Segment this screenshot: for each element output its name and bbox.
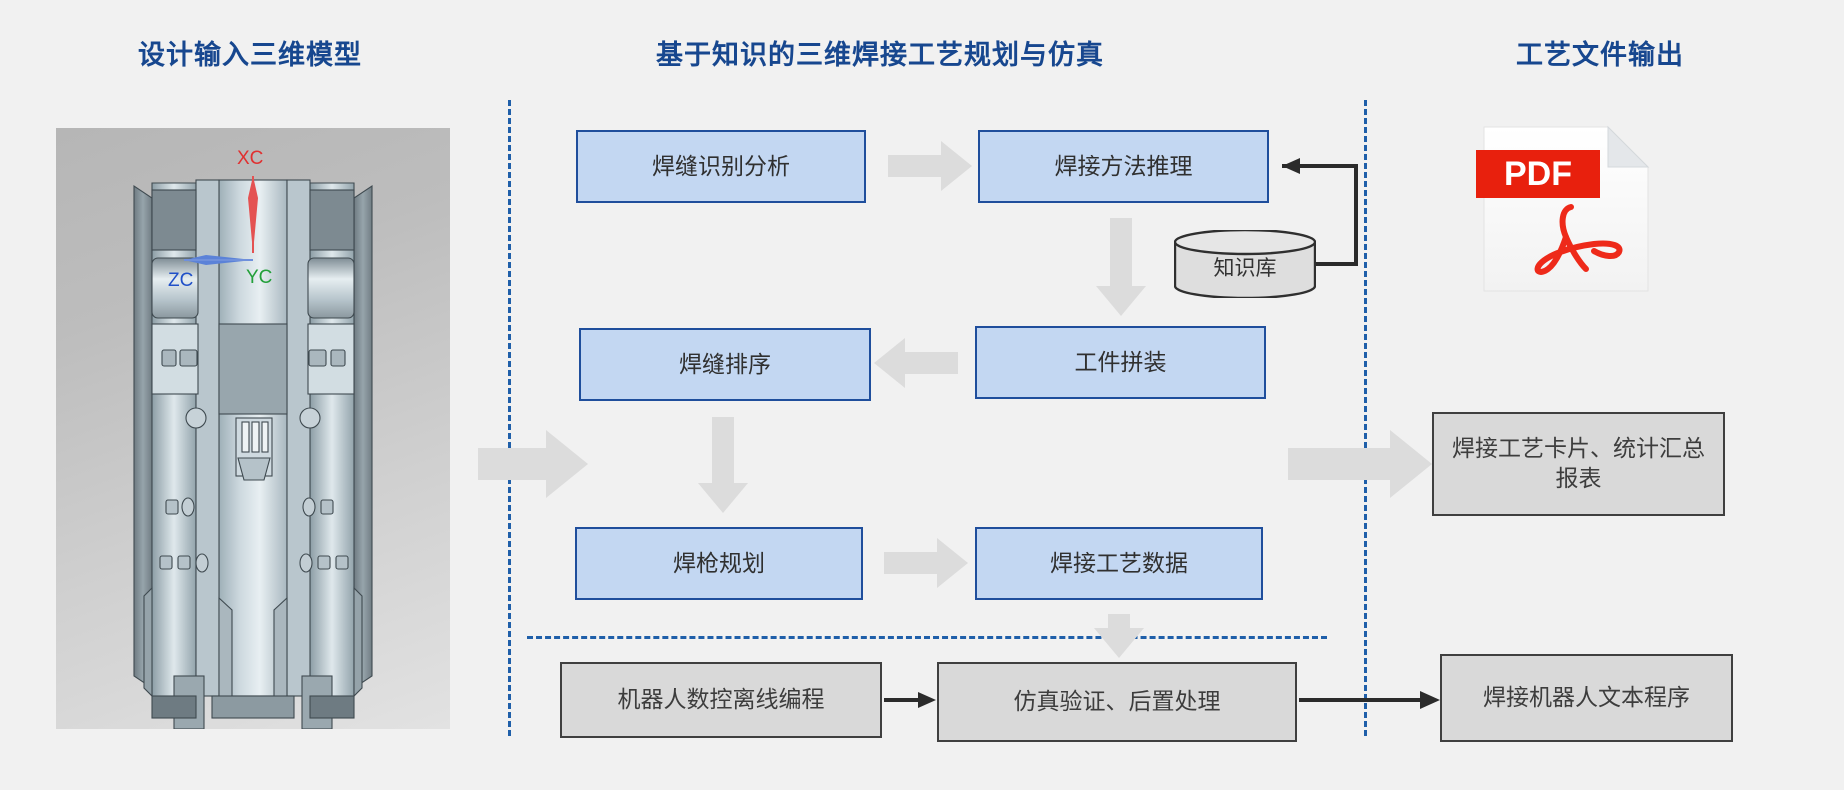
box-welding-method-reasoning[interactable]: 焊接方法推理 bbox=[978, 130, 1269, 203]
arrow-input-to-planning bbox=[478, 430, 588, 498]
box-robot-offline-programming[interactable]: 机器人数控离线编程 bbox=[560, 662, 882, 738]
axis-label-x: XC bbox=[237, 148, 263, 169]
arrowhead-simulation-to-robotprog bbox=[1420, 691, 1440, 709]
arrow-planning-to-report bbox=[1288, 430, 1432, 498]
heading-planning: 基于知识的三维焊接工艺规划与仿真 bbox=[656, 40, 1104, 70]
box-seam-identification[interactable]: 焊缝识别分析 bbox=[576, 130, 866, 203]
heading-process-output: 工艺文件输出 bbox=[1516, 40, 1684, 70]
arrowhead-offline-to-simulation bbox=[918, 692, 936, 708]
arrow-seam-order-to-torch bbox=[698, 417, 748, 513]
knowledge-base-cylinder bbox=[1174, 230, 1316, 298]
box-process-card-report[interactable]: 焊接工艺卡片、统计汇总报表 bbox=[1432, 412, 1725, 516]
3d-cad-model-viewport: XC ZC YC bbox=[56, 128, 450, 729]
arrow-assembly-to-seam-order bbox=[874, 338, 958, 388]
section-divider-bottom bbox=[527, 636, 1327, 639]
arrow-torch-to-weldparam bbox=[884, 538, 968, 588]
heading-design-input: 设计输入三维模型 bbox=[138, 40, 362, 70]
pdf-badge-label: PDF bbox=[1504, 155, 1572, 193]
arrow-seam-id-to-method bbox=[888, 141, 972, 191]
section-divider-right bbox=[1364, 100, 1367, 736]
box-workpiece-assembly[interactable]: 工件拼装 bbox=[975, 326, 1266, 399]
arrow-method-to-assembly bbox=[1096, 218, 1146, 316]
csys-triad: XC ZC YC bbox=[168, 148, 272, 291]
section-divider-left bbox=[508, 100, 511, 736]
knowledge-base-label: 知识库 bbox=[1213, 257, 1277, 280]
arrowhead-kb-to-method bbox=[1282, 158, 1300, 174]
axis-label-z: ZC bbox=[168, 270, 193, 291]
box-welding-process-data[interactable]: 焊接工艺数据 bbox=[975, 527, 1263, 600]
box-robot-text-program[interactable]: 焊接机器人文本程序 bbox=[1440, 654, 1733, 742]
box-simulation-postprocessing[interactable]: 仿真验证、后置处理 bbox=[937, 662, 1297, 742]
box-torch-planning[interactable]: 焊枪规划 bbox=[575, 527, 863, 600]
acrobat-swirl-icon bbox=[1534, 204, 1623, 275]
box-seam-sequencing[interactable]: 焊缝排序 bbox=[579, 328, 871, 401]
axis-label-y: YC bbox=[246, 267, 272, 288]
pdf-file-icon: PDF bbox=[1476, 125, 1650, 292]
cad-model-drawing: XC ZC YC bbox=[133, 148, 373, 729]
